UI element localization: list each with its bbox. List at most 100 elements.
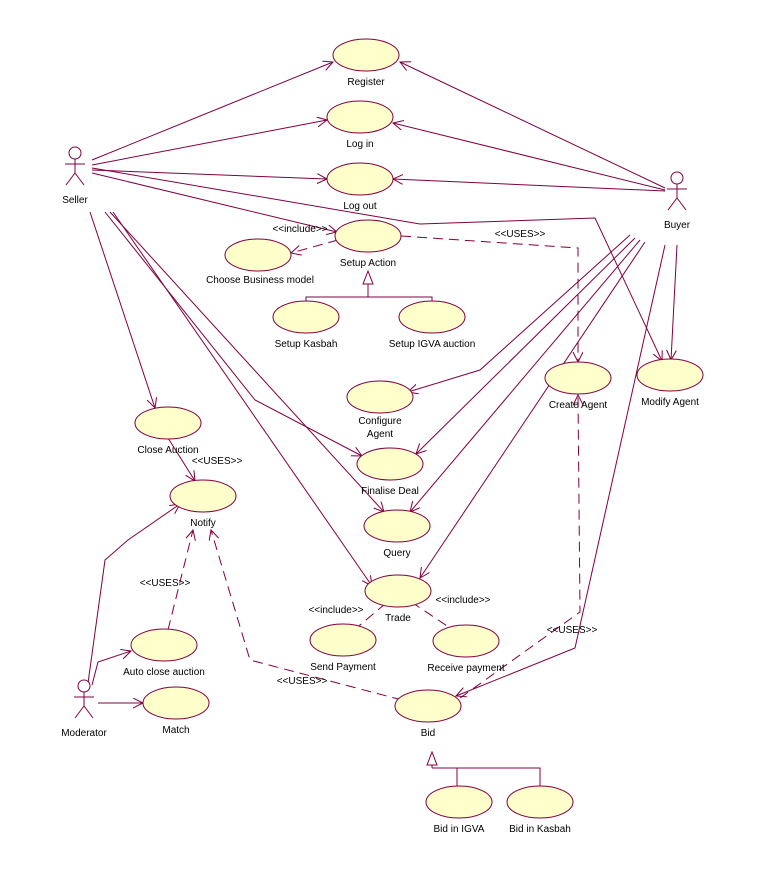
use-case-setup-action[interactable]: Setup Action: [334, 219, 402, 269]
relation-buyer-to-trade: [420, 241, 646, 578]
actor-moderator[interactable]: Moderator: [61, 679, 107, 739]
use-case-receive-payment[interactable]: Receive payment: [427, 624, 505, 674]
use-case-ellipse[interactable]: [130, 628, 198, 662]
actor-leg: [65, 172, 76, 186]
use-case-ellipse[interactable]: [334, 219, 402, 253]
use-case-label: Close Auction: [137, 445, 198, 456]
relation-buyer-to-query: [410, 239, 641, 512]
use-case-ellipse[interactable]: [142, 686, 210, 720]
generalization-line: [456, 767, 541, 788]
use-case-label: Bid in Kasbah: [509, 824, 571, 835]
actor-buyer[interactable]: Buyer: [664, 171, 691, 231]
use-case-bid-kasbah[interactable]: Bid in Kasbah: [506, 785, 574, 835]
use-case-label: Bid in IGVA: [434, 824, 485, 835]
relation-buyer-to-login: [393, 123, 666, 191]
use-case-bid-igva[interactable]: Bid in IGVA: [425, 785, 493, 835]
relation-buyer-to-configure_agent: [408, 234, 631, 392]
relation-seller-to-register: [91, 62, 333, 161]
use-case-label: Register: [347, 77, 385, 88]
use-case-auto-close[interactable]: Auto close auction: [123, 628, 205, 678]
relation-buyer-to-logout: [393, 179, 666, 192]
stereotype-label: <<USES>>: [495, 229, 546, 240]
use-case-ellipse[interactable]: [134, 406, 202, 440]
use-case-ellipse[interactable]: [272, 300, 340, 334]
use-case-label: Query: [383, 548, 410, 559]
actor-label: Buyer: [664, 220, 691, 231]
use-case-label: Configure: [358, 416, 402, 427]
use-case-label: Log in: [346, 139, 373, 150]
use-case-ellipse[interactable]: [326, 162, 394, 196]
use-case-ellipse[interactable]: [394, 689, 462, 723]
relation-bid-to-notify: [211, 530, 403, 701]
use-case-ellipse[interactable]: [326, 100, 394, 134]
use-case-ellipse[interactable]: [332, 38, 400, 72]
stereotype-label: <<USES>>: [140, 578, 191, 589]
use-case-bid[interactable]: Bid: [394, 689, 462, 739]
use-case-label: Choose Business model: [206, 275, 314, 286]
use-case-label: Receive payment: [427, 663, 504, 674]
use-case-ellipse[interactable]: [169, 479, 237, 513]
relation-buyer-to-finalise_deal: [416, 237, 636, 454]
actor-head-icon: [670, 171, 684, 185]
stereotype-label: <<USES>>: [547, 625, 598, 636]
use-case-modify-agent[interactable]: Modify Agent: [636, 358, 704, 408]
use-case-ellipse[interactable]: [636, 358, 704, 392]
actor-head-icon: [68, 146, 82, 160]
relation-buyer-to-register: [400, 62, 666, 189]
use-case-label: Setup Action: [340, 258, 396, 269]
use-case-ellipse[interactable]: [506, 785, 574, 819]
use-case-trade[interactable]: Trade: [364, 574, 432, 624]
use-case-register[interactable]: Register: [332, 38, 400, 88]
use-case-query[interactable]: Query: [363, 509, 431, 559]
generalization-triangle: [362, 269, 374, 285]
actor-leg: [74, 172, 85, 186]
use-case-ellipse[interactable]: [364, 574, 432, 608]
use-case-label: Setup Kasbah: [275, 339, 338, 350]
relation-seller-to-setup_action: [91, 172, 337, 232]
generalization-triangle: [426, 750, 438, 766]
relation-moderator-to-auto_close: [91, 651, 131, 686]
generalization-line: [305, 296, 433, 302]
use-case-ellipse[interactable]: [544, 361, 612, 395]
use-case-ellipse[interactable]: [224, 238, 292, 272]
relation-moderator-to-notify: [87, 504, 180, 684]
relation-close_auction-to-notify: [167, 437, 195, 481]
use-case-setup-kasbah[interactable]: Setup Kasbah: [272, 300, 340, 350]
relation-seller-to-logout: [91, 169, 327, 179]
relation-seller-to-login: [91, 120, 327, 166]
use-case-ellipse[interactable]: [363, 509, 431, 543]
relation-buyer-to-bid: [456, 244, 666, 696]
use-case-notify[interactable]: Notify: [169, 479, 237, 529]
relation-seller-to-modify_agent: [91, 167, 662, 361]
use-case-ellipse[interactable]: [356, 447, 424, 481]
use-case-finalise-deal[interactable]: Finalise Deal: [356, 447, 424, 497]
use-case-send-payment[interactable]: Send Payment: [309, 623, 377, 673]
use-case-ellipse[interactable]: [346, 380, 414, 414]
actor-leg: [676, 197, 687, 211]
use-case-close-auction[interactable]: Close Auction: [134, 406, 202, 456]
use-case-ellipse[interactable]: [425, 785, 493, 819]
use-case-setup-igva[interactable]: Setup IGVA auction: [389, 300, 476, 350]
actor-leg: [74, 705, 85, 719]
relation-auto_close-to-notify: [167, 530, 193, 631]
relation-setup_action-to-create_agent: [400, 235, 578, 362]
use-case-match[interactable]: Match: [142, 686, 210, 736]
actor-leg: [83, 705, 94, 719]
use-case-label: Bid: [421, 728, 435, 739]
use-case-ellipse[interactable]: [432, 624, 500, 658]
use-case-label: Send Payment: [310, 662, 376, 673]
use-case-ellipse[interactable]: [398, 300, 466, 334]
use-case-label: Auto close auction: [123, 667, 205, 678]
use-case-label: Modify Agent: [641, 397, 699, 408]
relation-seller-to-trade: [112, 211, 372, 586]
use-case-login[interactable]: Log in: [326, 100, 394, 150]
use-case-logout[interactable]: Log out: [326, 162, 394, 212]
relation-setup_action-to-choose_business: [291, 239, 339, 253]
use-case-ellipse[interactable]: [309, 623, 377, 657]
use-case-create-agent[interactable]: Create Agent: [544, 361, 612, 411]
actor-seller[interactable]: Seller: [62, 146, 88, 206]
use-case-label: Match: [162, 725, 189, 736]
use-case-choose-business[interactable]: Choose Business model: [206, 238, 314, 286]
